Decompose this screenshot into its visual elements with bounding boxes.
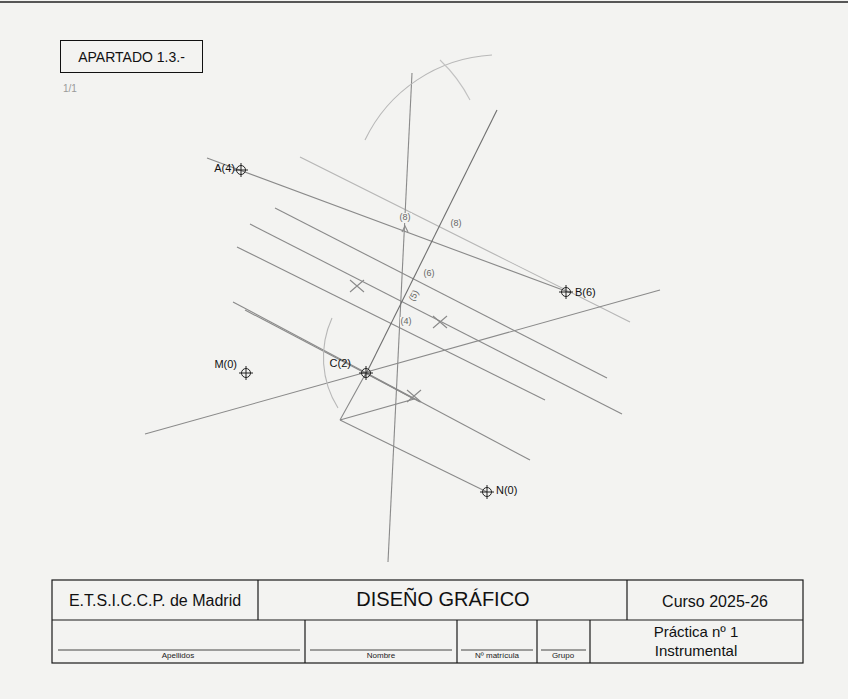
field-caption: Grupo: [551, 652, 575, 661]
slope-line: [364, 110, 497, 378]
arc-cross: [350, 280, 364, 292]
title-block-rule: [304, 620, 305, 663]
parallel-line: [250, 224, 622, 414]
elevation-mark: (8): [399, 213, 412, 223]
title-block-rule: [536, 620, 537, 663]
triangle: [340, 373, 414, 420]
elevation-mark: (6): [423, 269, 436, 279]
page-note: 1/1: [62, 83, 78, 94]
title-cell: Curso 2025-26: [661, 593, 769, 611]
point-label: A(4): [213, 162, 236, 174]
title-block: [52, 580, 803, 663]
point-marker: [480, 485, 494, 499]
elevation-mark: (5): [406, 288, 421, 304]
elevation-mark: (8): [450, 219, 463, 229]
parallel-line: [300, 157, 630, 322]
heading-box: APARTADO 1.3.-: [60, 40, 203, 73]
title-cell: E.T.S.I.C.C.P. de Madrid: [68, 592, 242, 610]
field-caption: Nombre: [366, 652, 396, 661]
title-cell: Práctica nº 1: [653, 624, 740, 641]
title-cell: DISEÑO GRÁFICO: [355, 588, 530, 610]
parallel-line: [233, 302, 530, 460]
line-through-c: [145, 290, 660, 434]
title-block-rule: [257, 580, 258, 620]
field-caption: Apellidos: [161, 652, 195, 661]
point-marker: [234, 163, 248, 177]
point-markers: [234, 163, 573, 499]
line-ab: [207, 158, 571, 293]
heading-text: APARTADO 1.3.-: [78, 49, 185, 65]
arc: [440, 60, 470, 100]
line-mn: [340, 420, 487, 492]
title-block-rule: [52, 619, 803, 620]
construction-lines: [145, 55, 660, 562]
point-label: B(6): [574, 286, 597, 298]
elevation-mark: (4): [400, 317, 413, 327]
title-block-rule: [626, 580, 627, 620]
point-label: M(0): [213, 358, 238, 370]
title-block-frame: [52, 580, 803, 663]
field-underlines: [58, 650, 586, 651]
title-block-rule: [456, 620, 457, 663]
point-marker: [359, 366, 373, 380]
arc-cross: [433, 316, 447, 328]
sheet-border: [0, 1, 848, 3]
arc: [365, 55, 492, 140]
point-label: N(0): [495, 484, 518, 496]
title-block-rule: [589, 620, 590, 663]
point-label: C(2): [329, 357, 352, 369]
point-marker: [239, 366, 253, 380]
field-caption: Nº matrícula: [474, 652, 520, 661]
arc-cross: [407, 390, 421, 402]
arrow-tick: [402, 226, 408, 232]
vertical-line: [388, 73, 412, 562]
point-marker: [559, 285, 573, 299]
title-cell: Instrumental: [654, 643, 739, 660]
